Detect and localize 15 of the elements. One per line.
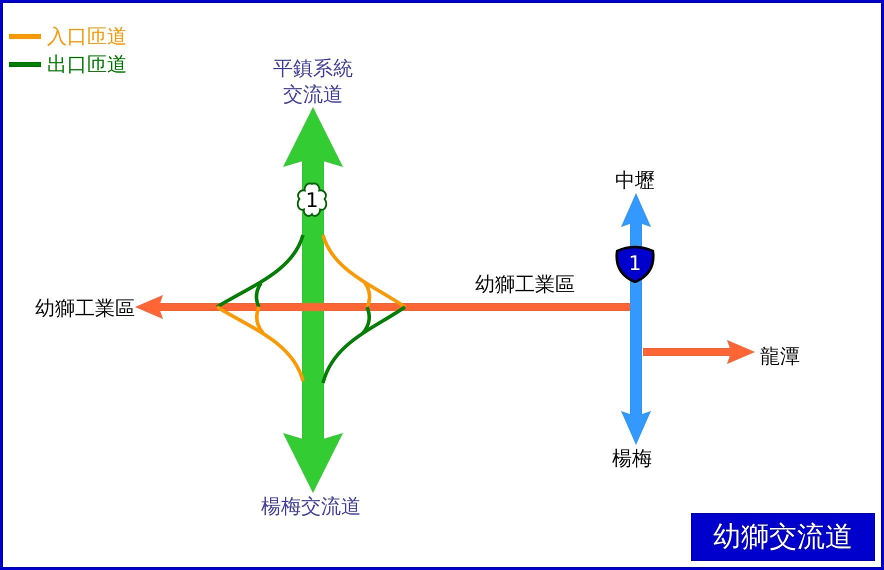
destination-label: 幼獅工業區 [31, 295, 135, 321]
destination-label: 楊梅 [607, 445, 657, 471]
route-shield-icon: 1 [294, 181, 330, 219]
title-banner: 幼獅交流道 [691, 513, 875, 561]
route-shield-icon: 1 [614, 243, 656, 283]
road-arrow [621, 193, 651, 445]
destination-label: 平鎮系統交流道 [269, 55, 357, 107]
legend-text: 入口匝道 [47, 23, 127, 50]
road-arrow [643, 340, 755, 364]
destination-label: 龍潭 [755, 343, 805, 369]
destination-label: 楊梅交流道 [246, 493, 376, 519]
destination-label: 中壢 [611, 167, 659, 193]
road-arrow [283, 107, 343, 493]
legend-text: 出口匝道 [47, 51, 127, 78]
road-arrow [135, 295, 631, 319]
